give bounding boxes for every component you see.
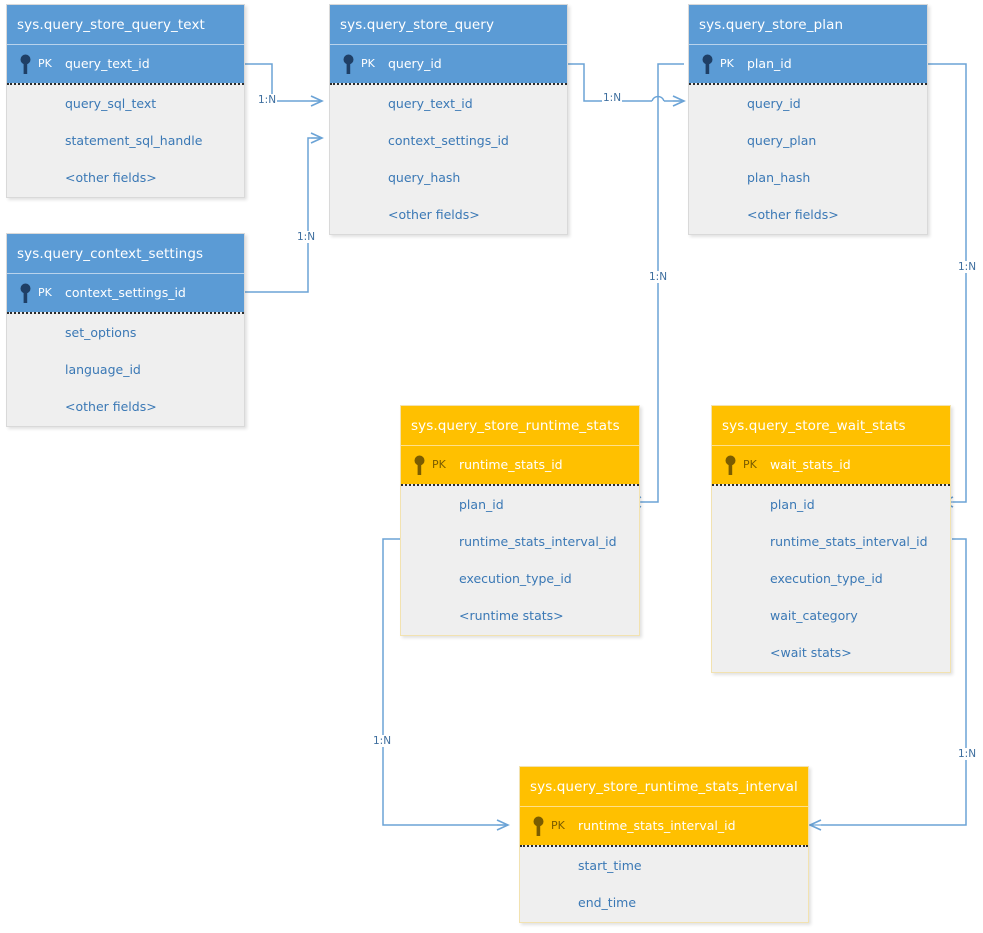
field-row: start_time bbox=[578, 858, 642, 873]
entity-fields: query_sql_text statement_sql_handle <oth… bbox=[7, 85, 244, 197]
field-row: plan_id bbox=[459, 497, 504, 512]
connector-query-to-plan bbox=[568, 63, 684, 102]
entity-fields: plan_id runtime_stats_interval_id execut… bbox=[401, 486, 639, 635]
connector-plan-to-runtime-stats bbox=[641, 63, 684, 503]
pk-divider bbox=[689, 83, 927, 85]
primary-key-row[interactable]: PK runtime_stats_id bbox=[401, 446, 639, 484]
pk-label: PK bbox=[432, 458, 446, 471]
entity-title: sys.query_store_runtime_stats_interval bbox=[520, 767, 808, 807]
entity-query-store-query-text[interactable]: sys.query_store_query_text PK query_text… bbox=[6, 4, 245, 198]
cardinality-plan-to-wait-stats: 1:N bbox=[957, 261, 978, 273]
entity-query-store-wait-stats[interactable]: sys.query_store_wait_stats PK wait_stats… bbox=[711, 405, 951, 673]
entity-fields: query_text_id context_settings_id query_… bbox=[330, 85, 567, 234]
entity-fields: plan_id runtime_stats_interval_id execut… bbox=[712, 486, 950, 672]
field-row: query_hash bbox=[388, 170, 461, 185]
field-row: execution_type_id bbox=[770, 571, 883, 586]
pk-divider bbox=[7, 83, 244, 85]
field-row: execution_type_id bbox=[459, 571, 572, 586]
key-icon bbox=[725, 455, 736, 475]
entity-query-store-query[interactable]: sys.query_store_query PK query_id query_… bbox=[329, 4, 568, 235]
pk-label: PK bbox=[361, 57, 375, 70]
field-row: query_plan bbox=[747, 133, 817, 148]
entity-title: sys.query_store_plan bbox=[689, 5, 927, 45]
entity-title: sys.query_store_runtime_stats bbox=[401, 406, 639, 446]
entity-query-store-runtime-stats[interactable]: sys.query_store_runtime_stats PK runtime… bbox=[400, 405, 640, 636]
entity-title: sys.query_store_query_text bbox=[7, 5, 244, 45]
cardinality-runtime-stats-to-interval: 1:N bbox=[372, 735, 393, 747]
entity-fields: query_id query_plan plan_hash <other fie… bbox=[689, 85, 927, 234]
key-icon bbox=[343, 54, 354, 74]
pk-label: PK bbox=[38, 286, 52, 299]
entity-title: sys.query_store_query bbox=[330, 5, 567, 45]
key-icon bbox=[533, 816, 544, 836]
field-row: language_id bbox=[65, 362, 141, 377]
field-row: plan_hash bbox=[747, 170, 811, 185]
field-row: query_id bbox=[747, 96, 801, 111]
entity-title: sys.query_context_settings bbox=[7, 234, 244, 274]
key-icon bbox=[702, 54, 713, 74]
pk-field-name: context_settings_id bbox=[65, 285, 186, 300]
field-row: <wait stats> bbox=[770, 645, 852, 660]
pk-divider bbox=[330, 83, 567, 85]
cardinality-plan-to-runtime-stats: 1:N bbox=[648, 271, 669, 283]
field-row: <other fields> bbox=[388, 207, 480, 222]
field-row: query_text_id bbox=[388, 96, 473, 111]
field-row: runtime_stats_interval_id bbox=[770, 534, 928, 549]
key-icon bbox=[20, 283, 31, 303]
primary-key-row[interactable]: PK query_text_id bbox=[7, 45, 244, 83]
key-icon bbox=[20, 54, 31, 74]
pk-field-name: wait_stats_id bbox=[770, 457, 851, 472]
entity-query-store-plan[interactable]: sys.query_store_plan PK plan_id query_id… bbox=[688, 4, 928, 235]
field-row: set_options bbox=[65, 325, 137, 340]
pk-field-name: runtime_stats_id bbox=[459, 457, 563, 472]
pk-divider bbox=[520, 845, 808, 847]
connector-context-to-query bbox=[245, 137, 322, 293]
primary-key-row[interactable]: PK runtime_stats_interval_id bbox=[520, 807, 808, 845]
field-row: context_settings_id bbox=[388, 133, 509, 148]
entity-title: sys.query_store_wait_stats bbox=[712, 406, 950, 446]
pk-label: PK bbox=[720, 57, 734, 70]
field-row: wait_category bbox=[770, 608, 858, 623]
entity-fields: set_options language_id <other fields> bbox=[7, 314, 244, 426]
pk-label: PK bbox=[38, 57, 52, 70]
field-row: <other fields> bbox=[747, 207, 839, 222]
field-row: statement_sql_handle bbox=[65, 133, 203, 148]
entity-fields: start_time end_time bbox=[520, 847, 808, 922]
cardinality-wait-stats-to-interval: 1:N bbox=[957, 748, 978, 760]
primary-key-row[interactable]: PK plan_id bbox=[689, 45, 927, 83]
cardinality-context-to-query: 1:N bbox=[296, 231, 317, 243]
pk-field-name: plan_id bbox=[747, 56, 792, 71]
primary-key-row[interactable]: PK context_settings_id bbox=[7, 274, 244, 312]
entity-query-context-settings[interactable]: sys.query_context_settings PK context_se… bbox=[6, 233, 245, 427]
cardinality-query-to-plan: 1:N bbox=[602, 92, 623, 104]
primary-key-row[interactable]: PK query_id bbox=[330, 45, 567, 83]
field-row: <other fields> bbox=[65, 170, 157, 185]
primary-key-row[interactable]: PK wait_stats_id bbox=[712, 446, 950, 484]
field-row: plan_id bbox=[770, 497, 815, 512]
pk-field-name: query_text_id bbox=[65, 56, 150, 71]
cardinality-text-to-query: 1:N bbox=[257, 94, 278, 106]
pk-field-name: runtime_stats_interval_id bbox=[578, 818, 736, 833]
field-row: <runtime stats> bbox=[459, 608, 564, 623]
field-row: <other fields> bbox=[65, 399, 157, 414]
pk-label: PK bbox=[743, 458, 757, 471]
pk-label: PK bbox=[551, 819, 565, 832]
entity-query-store-runtime-stats-interval[interactable]: sys.query_store_runtime_stats_interval P… bbox=[519, 766, 809, 923]
pk-divider bbox=[401, 484, 639, 486]
field-row: query_sql_text bbox=[65, 96, 157, 111]
key-icon bbox=[414, 455, 425, 475]
field-row: end_time bbox=[578, 895, 637, 910]
pk-divider bbox=[712, 484, 950, 486]
pk-divider bbox=[7, 312, 244, 314]
pk-field-name: query_id bbox=[388, 56, 442, 71]
field-row: runtime_stats_interval_id bbox=[459, 534, 617, 549]
